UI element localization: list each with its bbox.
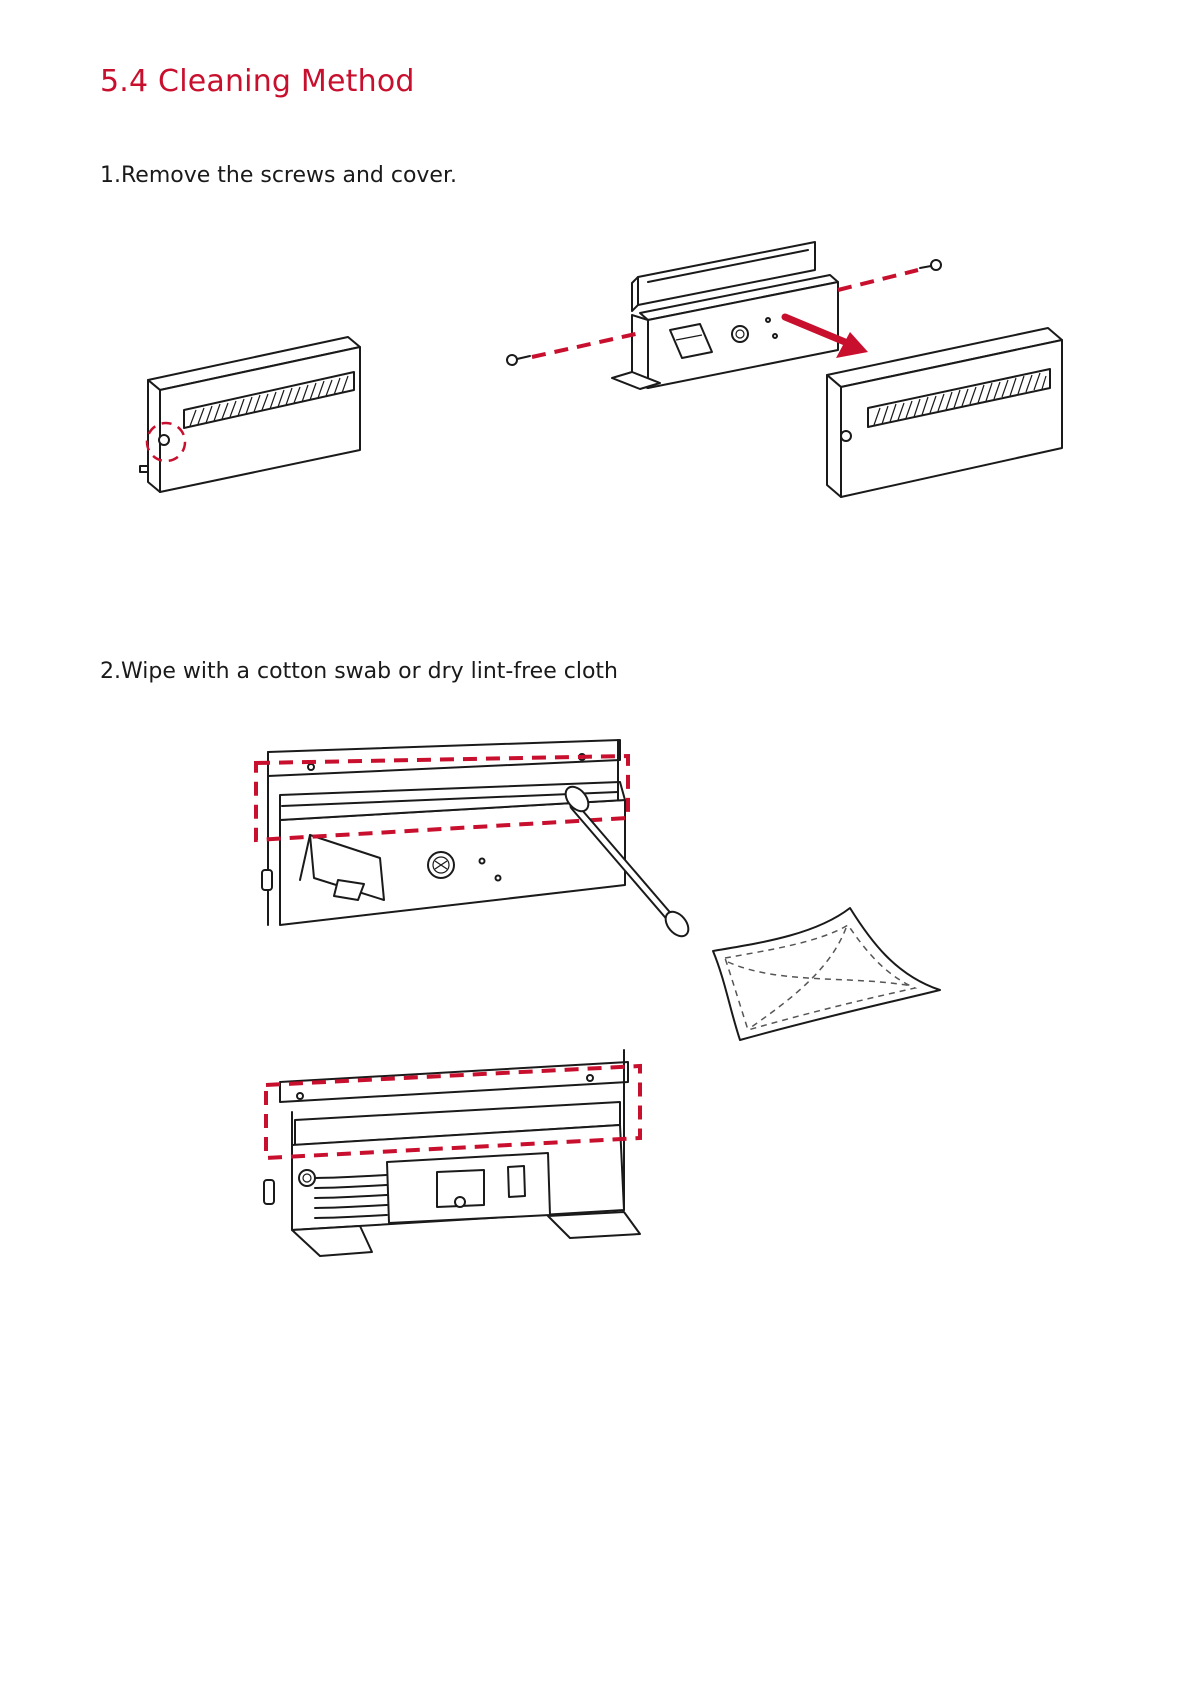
step-2-illustration — [0, 0, 1191, 1300]
cutter-front-view — [262, 740, 625, 925]
lint-free-cloth-icon — [713, 908, 940, 1040]
